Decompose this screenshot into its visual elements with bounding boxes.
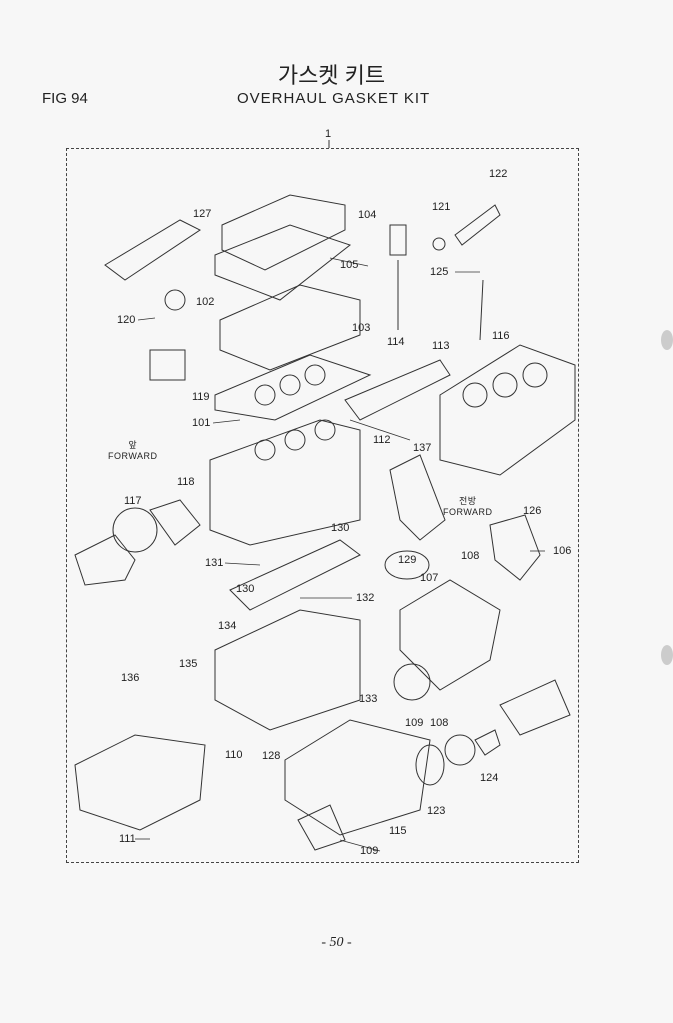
cylinder-block [209,419,361,546]
callout-130b: 130 [236,583,255,595]
callout-115: 115 [389,825,407,837]
water-pump [74,534,136,586]
callout-133: 133 [359,693,378,705]
callout-110: 110 [225,749,243,761]
callout-111: 111 [119,833,136,845]
figure-number: FIG 94 [42,90,88,107]
callout-121: 121 [432,201,451,213]
callout-103: 103 [352,322,371,334]
water-pump-gasket [112,507,158,553]
callout-123: 123 [427,805,446,817]
callout-127: 127 [193,208,212,220]
injector-washer [432,237,446,251]
callout-105: 105 [340,259,359,271]
callout-136: 136 [121,672,140,684]
callout-116: 116 [492,330,510,342]
callout-109: 109 [405,717,424,729]
binder-hole-mark [661,645,673,665]
exhaust-manifold-gasket [344,359,451,421]
callout-132: 132 [356,592,375,604]
callout-1: 1 [325,128,332,140]
callout-114: 114 [387,336,405,348]
callout-101: 101 [192,417,211,429]
page-number: - 50 - [321,935,352,950]
oil-pan-gaskets [229,539,361,611]
thermostat-housing [149,349,186,381]
front-cover [284,719,431,836]
callout-131: 131 [205,557,224,569]
forward-label-ko: 앞 [128,440,138,450]
lower-crankcase [214,609,361,731]
callout-118: 118 [177,476,195,488]
callout-129: 129 [398,554,417,566]
title-english: OVERHAUL GASKET KIT [237,90,431,107]
head-gasket [214,354,372,421]
callout-122: 122 [489,168,508,180]
callout-126: 126 [523,505,542,517]
callout-108: 108 [461,550,480,562]
callout-120: 120 [117,314,136,326]
callout-119: 119 [192,391,210,403]
callout-128: 128 [262,750,281,762]
cover-gasket [489,514,541,581]
callout-137: 137 [413,442,432,454]
callout-135: 135 [179,658,198,670]
callout-124: 124 [480,772,499,784]
rocker-cover [221,194,346,271]
oil-pan [74,734,206,831]
valve-spring [389,224,407,256]
forward-label-en: FORWARD [443,507,493,517]
gear-case-gasket [389,454,446,541]
callout-104: 104 [358,209,377,221]
callout-112: 112 [373,434,391,446]
callout-130: 130 [331,522,350,534]
title-korean: 가스켓 키트 [277,63,386,88]
binder-hole-mark [661,330,673,350]
forward-indicator-right: 전방 FORWARD [443,496,493,518]
manifold-gasket [104,219,201,281]
callout-108b: 108 [430,717,449,729]
callout-102: 102 [196,296,215,308]
kit-boundary [66,148,579,863]
timing-gear-case [399,579,501,691]
injector [454,204,501,246]
callout-106: 106 [553,545,572,557]
cylinder-head [219,284,361,371]
callout-134: 134 [218,620,237,632]
forward-label-ko: 전방 [458,496,477,506]
rocker-cover-gasket [214,224,352,301]
injection-pump [499,679,571,736]
forward-indicator-left: 앞 FORWARD [108,440,158,462]
callout-107: 107 [420,572,439,584]
callout-113: 113 [432,340,450,352]
forward-label-en: FORWARD [108,451,158,461]
callout-125: 125 [430,266,449,278]
callout-109b: 109 [360,845,379,857]
engine-block-right [439,344,576,476]
callout-117: 117 [124,495,142,507]
